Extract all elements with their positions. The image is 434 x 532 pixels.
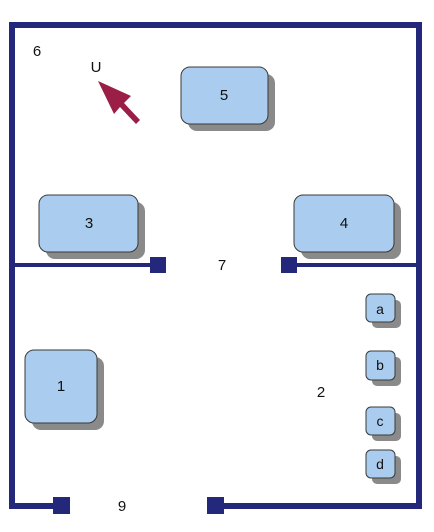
table-5[interactable]: 5 (180, 66, 275, 131)
user-marker[interactable]: U (91, 59, 140, 124)
item-d[interactable]: d (365, 449, 401, 484)
item-b[interactable]: b (365, 350, 401, 386)
square-post-icon (150, 257, 166, 273)
square-post-icon (53, 497, 70, 514)
table-label: 5 (220, 87, 228, 104)
door-posts (53, 257, 297, 514)
table-label: 4 (340, 215, 348, 232)
item-label: d (376, 456, 384, 472)
user-label: U (91, 59, 102, 76)
inner-doorway-label: 7 (218, 257, 226, 274)
table-label: 1 (57, 378, 65, 395)
table-4[interactable]: 4 (293, 194, 401, 259)
item-label: b (376, 357, 384, 373)
arrow-up-left-icon (98, 81, 140, 124)
item-label: a (376, 301, 384, 317)
item-label: c (377, 413, 384, 429)
item-c[interactable]: c (365, 406, 401, 441)
table-label: 3 (85, 215, 93, 232)
outer-wall-top-and-sides (9, 22, 422, 509)
square-post-icon (281, 257, 297, 273)
walls (9, 22, 422, 509)
table-3[interactable]: 3 (38, 194, 145, 259)
item-a[interactable]: a (365, 293, 401, 328)
lower-room-label: 2 (317, 384, 325, 401)
square-post-icon (207, 497, 224, 514)
outer-doorway-label: 9 (118, 498, 126, 515)
table-1[interactable]: 1 (24, 349, 104, 430)
upper-room-label: 6 (33, 43, 41, 60)
